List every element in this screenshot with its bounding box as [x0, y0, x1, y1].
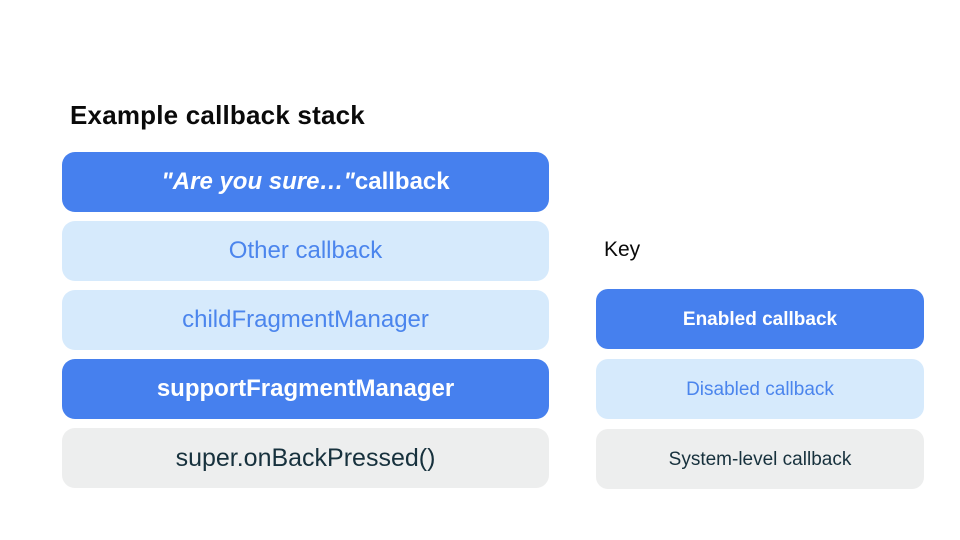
stack-item-super-onbackpressed: super.onBackPressed()	[62, 428, 549, 488]
diagram-title: Example callback stack	[70, 100, 365, 130]
stack-item-label: callback	[354, 168, 450, 195]
stack-item-are-you-sure-callback: "Are you sure…" callback	[62, 152, 549, 212]
callback-stack: "Are you sure…" callback Other callback …	[62, 152, 549, 497]
key-item-label: Enabled callback	[682, 308, 838, 330]
stack-item-label: super.onBackPressed()	[175, 443, 436, 472]
key-item-enabled-callback: Enabled callback	[596, 289, 924, 349]
stack-item-support-fragment-manager: supportFragmentManager	[62, 359, 549, 419]
stack-item-label: supportFragmentManager	[156, 375, 455, 402]
stack-item-other-callback: Other callback	[62, 221, 549, 281]
key-title: Key	[604, 238, 641, 261]
key-item-label: Disabled callback	[686, 378, 834, 400]
key-item-system-level-callback: System-level callback	[596, 429, 924, 489]
key-item-disabled-callback: Disabled callback	[596, 359, 924, 419]
stack-item-emphasized-text: "Are you sure…"	[161, 168, 355, 195]
stack-item-label: childFragmentManager	[182, 306, 429, 333]
stack-item-child-fragment-manager: childFragmentManager	[62, 290, 549, 350]
key-item-label: System-level callback	[668, 448, 852, 470]
key-legend: Key Enabled callback Disabled callback S…	[596, 238, 924, 499]
stack-item-label: Other callback	[228, 237, 383, 264]
